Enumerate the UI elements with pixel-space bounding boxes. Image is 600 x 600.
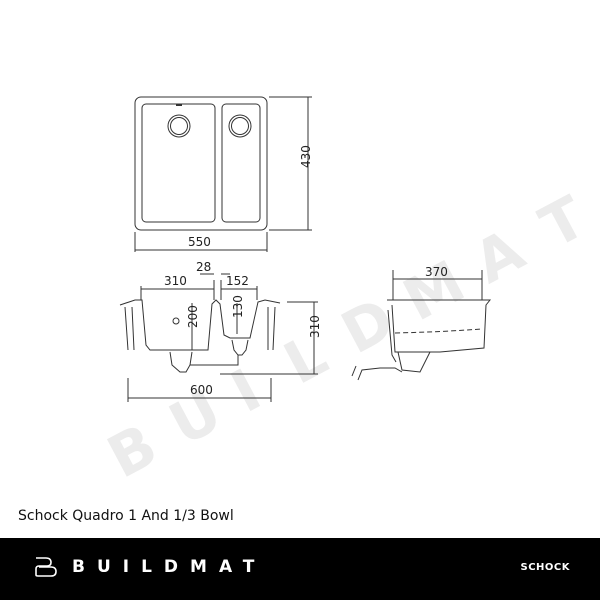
side-view: [351, 270, 492, 381]
dim-130: 130: [231, 295, 245, 318]
dim-200: 200: [186, 305, 200, 328]
svg-text:D: D: [331, 284, 405, 367]
dim-28: 28: [196, 260, 211, 274]
dim-310-bowl: 310: [164, 274, 187, 288]
footer-bar: BUILDMAT SCHOCK: [0, 538, 600, 600]
dim-152: 152: [226, 274, 249, 288]
top-view: [134, 96, 312, 252]
product-title: Schock Quadro 1 And 1/3 Bowl: [18, 508, 234, 524]
buildmat-brand[interactable]: BUILDMAT: [34, 555, 266, 579]
dim-550: 550: [188, 235, 211, 249]
dim-600: 600: [190, 383, 213, 397]
technical-drawing: B U I L D M A T 550 430: [97, 96, 597, 492]
svg-text:T: T: [529, 183, 596, 262]
brand-wordmark: BUILDMAT: [72, 557, 267, 577]
partner-logo[interactable]: SCHOCK: [520, 562, 570, 573]
svg-text:A: A: [463, 216, 535, 297]
buildmat-logo-icon: [35, 557, 57, 577]
dim-310-height: 310: [308, 315, 322, 338]
dim-430: 430: [299, 145, 313, 168]
front-view: [119, 273, 318, 402]
svg-text:L: L: [273, 320, 338, 397]
svg-text:B: B: [97, 411, 168, 492]
watermark: B U I L D M A T: [97, 183, 597, 492]
svg-text:I: I: [220, 356, 271, 426]
dim-370: 370: [425, 265, 448, 279]
svg-text:M: M: [393, 247, 476, 334]
